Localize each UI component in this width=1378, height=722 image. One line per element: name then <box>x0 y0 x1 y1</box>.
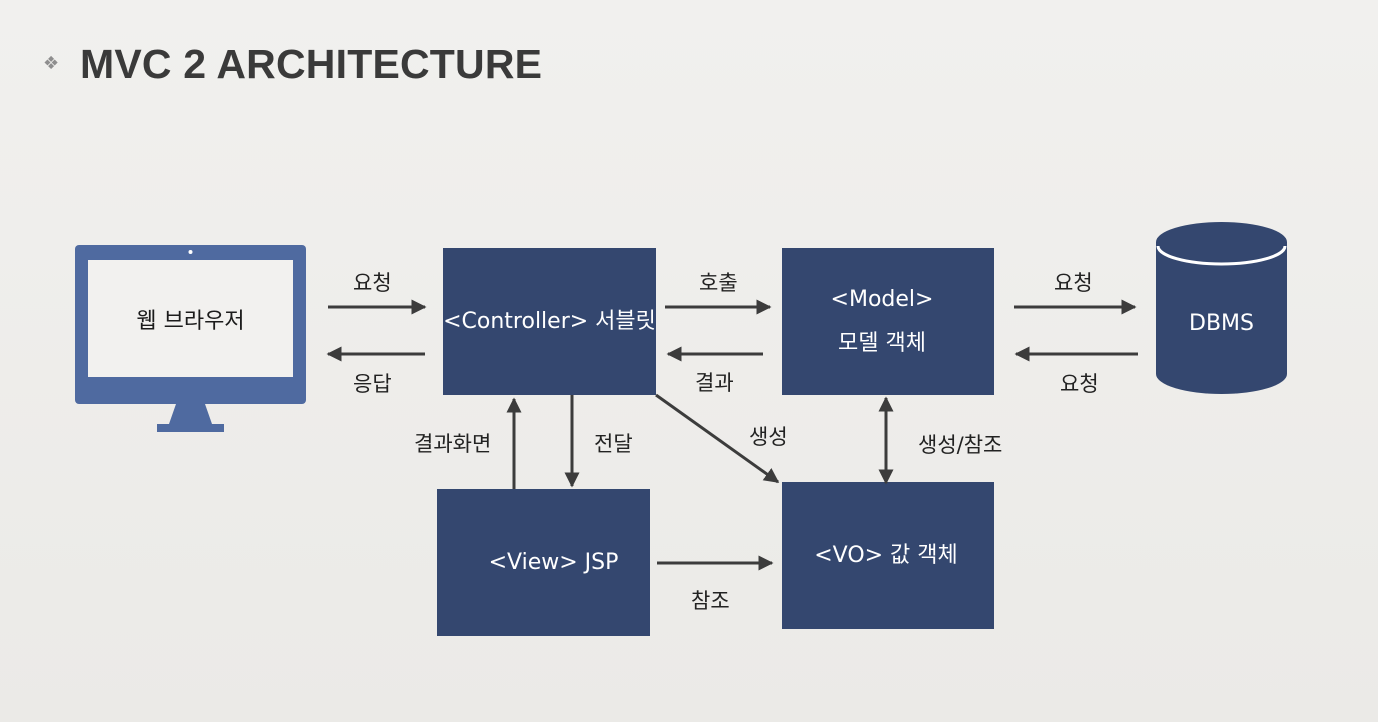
vo-label: <VO> 값 객체 <box>814 542 958 568</box>
arrow-controller-to-vo <box>655 393 780 484</box>
vo-box: <VO> 값 객체 <box>782 482 994 629</box>
model-box: <Model> 모델 객체 <box>782 248 994 395</box>
title-bullet-icon: ❖ <box>43 53 60 74</box>
page-title: MVC 2 ARCHITECTURE <box>80 41 543 87</box>
monitor-icon <box>75 245 306 432</box>
label-controller-to-model: 호출 <box>699 271 738 295</box>
browser-label: 웹 브라우저 <box>136 308 245 334</box>
label-view-to-controller: 결과화면 <box>414 432 492 456</box>
view-box: <View> JSP <box>437 489 650 636</box>
label-model-vo: 생성/참조 <box>918 433 1003 457</box>
label-view-to-vo: 참조 <box>691 589 730 613</box>
controller-label: <Controller> 서블릿 <box>443 308 656 334</box>
label-dbms-to-model: 요청 <box>1060 372 1099 396</box>
label-controller-to-browser: 응답 <box>353 372 392 396</box>
dbms-label: DBMS <box>1189 310 1254 336</box>
database-cylinder-icon <box>1156 222 1287 394</box>
model-label-line1: <Model> <box>830 286 934 312</box>
label-controller-to-view: 전달 <box>594 432 633 456</box>
controller-box: <Controller> 서블릿 <box>443 248 656 395</box>
label-browser-to-controller: 요청 <box>353 271 392 295</box>
label-model-to-controller: 결과 <box>695 371 734 395</box>
label-model-to-dbms: 요청 <box>1054 271 1093 295</box>
view-label: <View> JSP <box>488 549 619 575</box>
model-label-line2: 모델 객체 <box>838 330 926 356</box>
label-controller-to-vo: 생성 <box>749 425 788 449</box>
